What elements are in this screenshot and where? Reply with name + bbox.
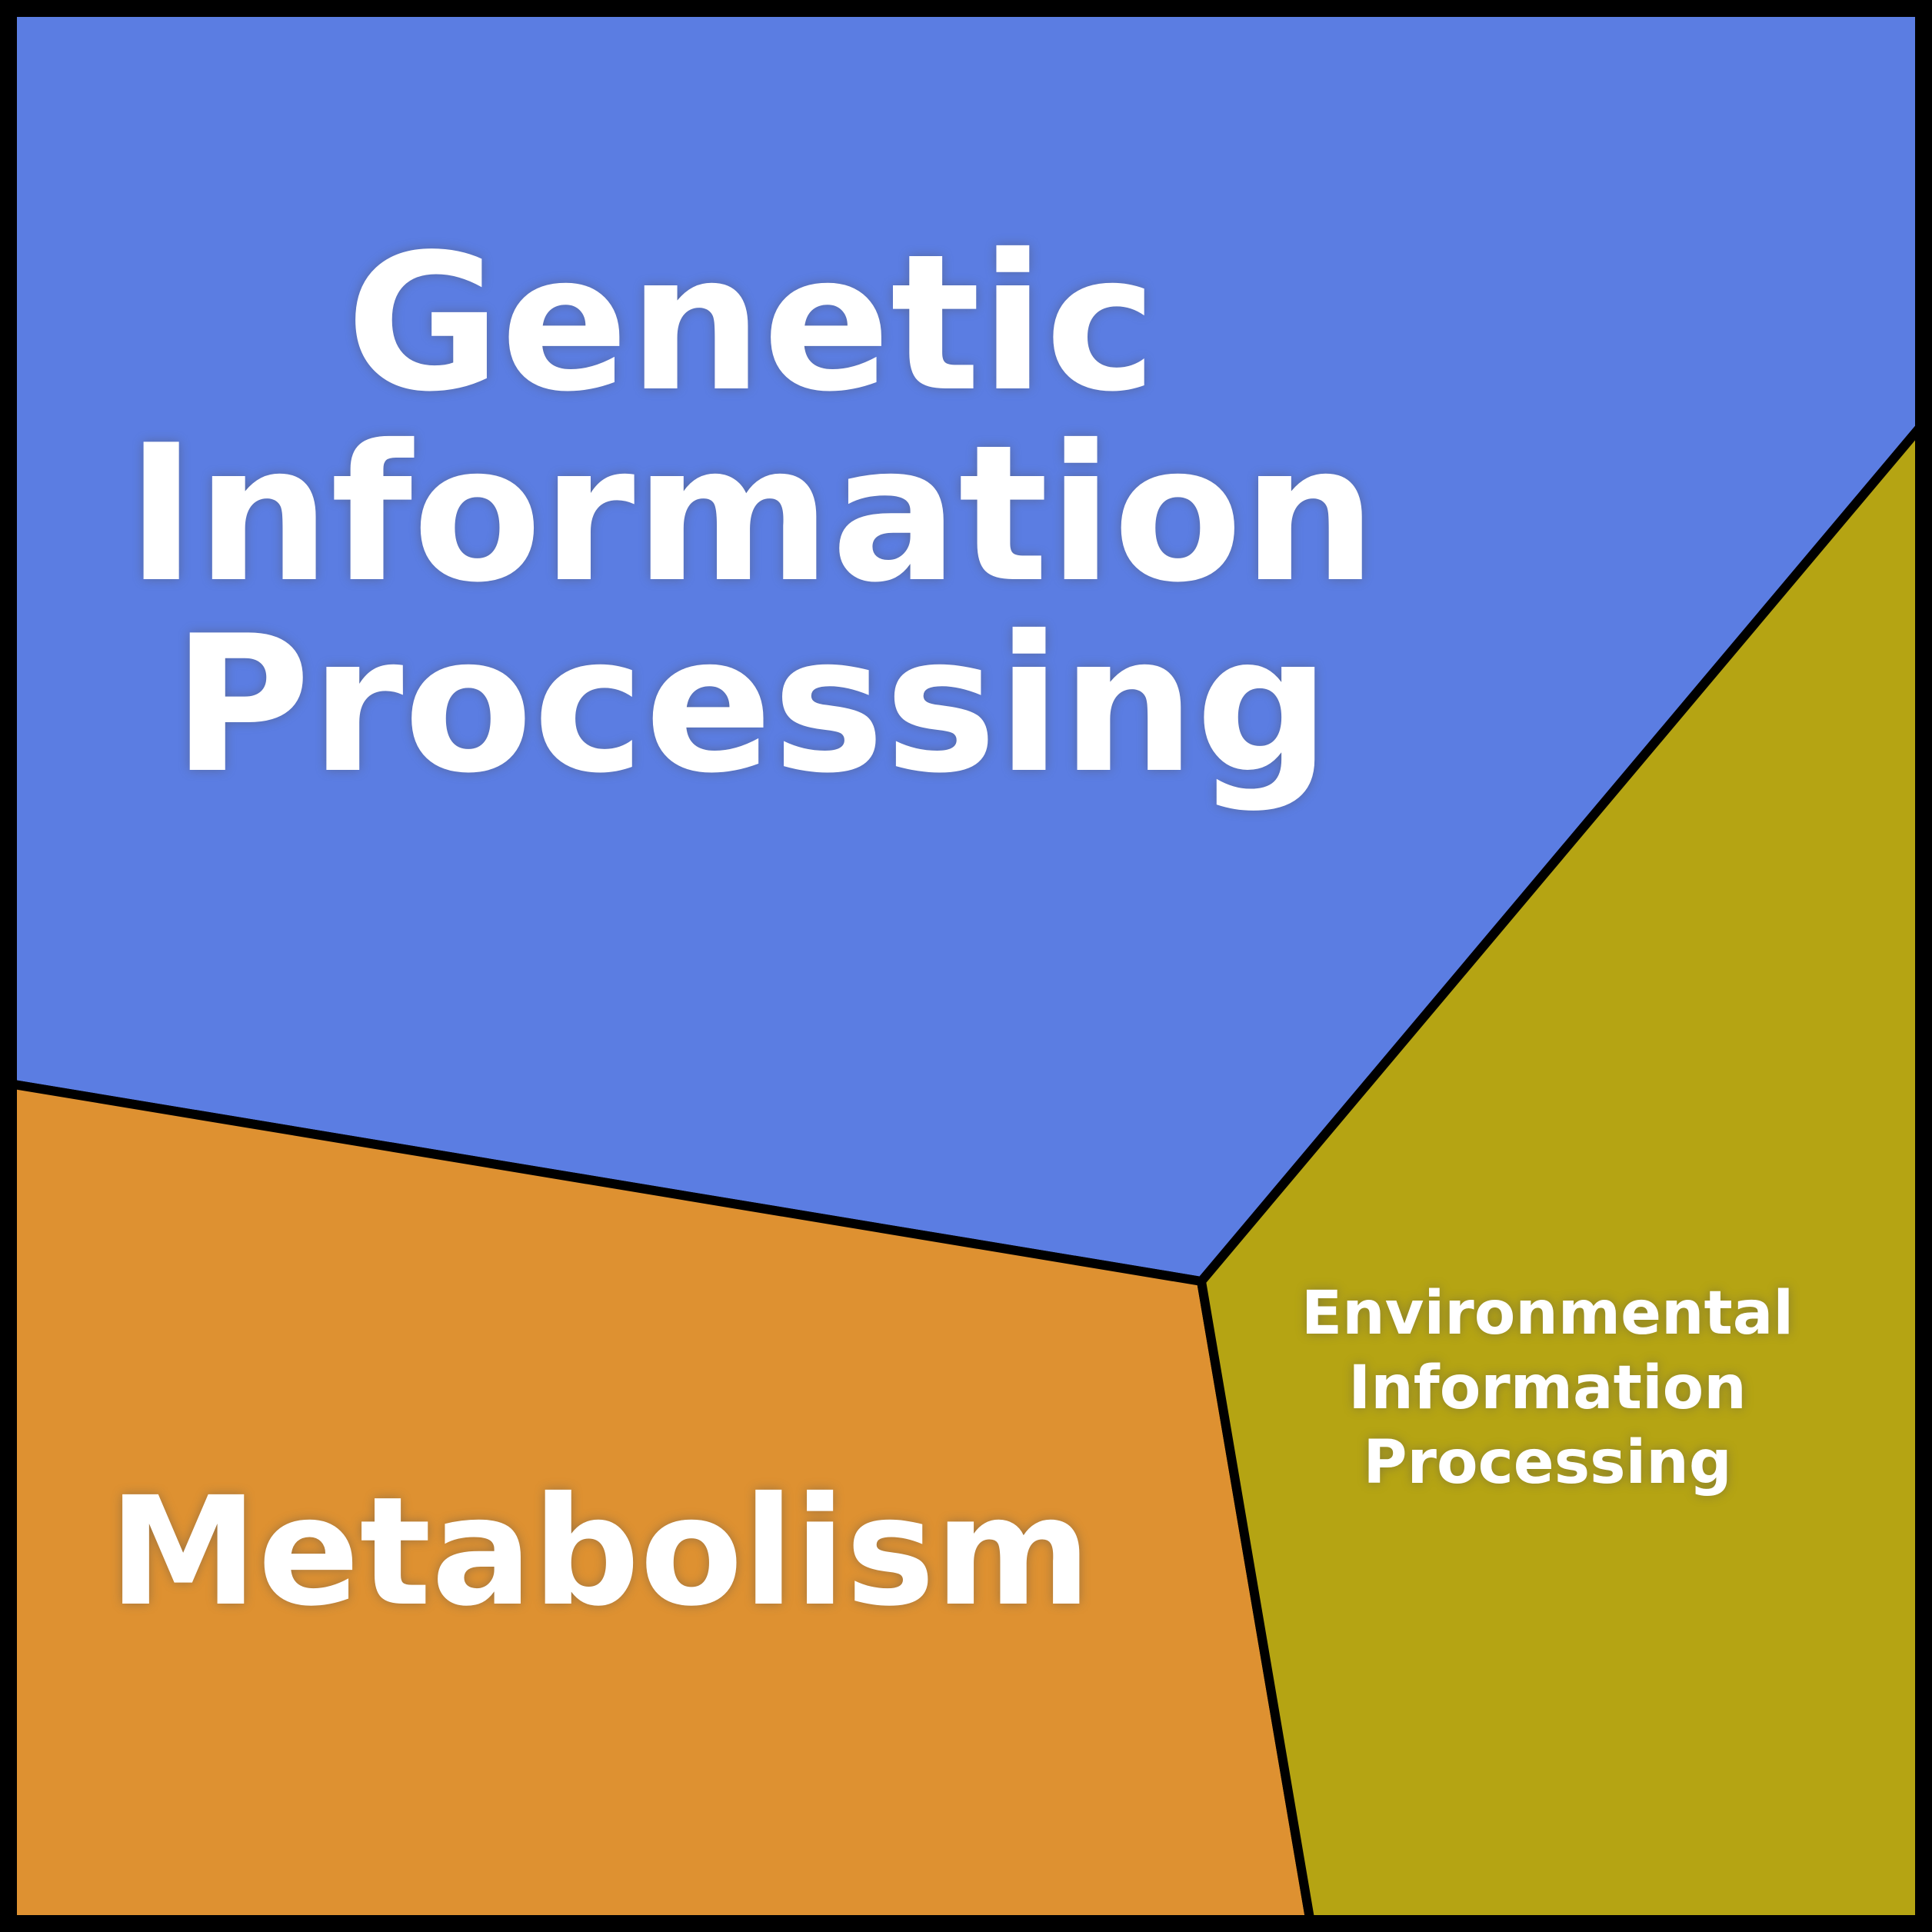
genetic-label-line-3: Processing	[172, 595, 1331, 814]
region-metabolism[interactable]	[0, 1078, 1317, 1932]
environmental-label-line-2: Information	[1348, 1354, 1747, 1423]
environmental-label-line-1: Environmental	[1301, 1279, 1794, 1348]
genetic-label-line-1: Genetic	[346, 214, 1157, 433]
environmental-information-processing-label: Environmental Information Processing	[1301, 1279, 1794, 1497]
metabolism-label: Metabolism	[108, 1464, 1091, 1639]
genetic-information-processing-label: Genetic Information Processing	[126, 214, 1377, 814]
metabolism-label-text: Metabolism	[108, 1464, 1091, 1639]
genetic-label-line-2: Information	[126, 405, 1377, 624]
environmental-label-line-3: Processing	[1363, 1428, 1731, 1497]
region-environmental-information-processing[interactable]	[1197, 408, 1932, 1932]
